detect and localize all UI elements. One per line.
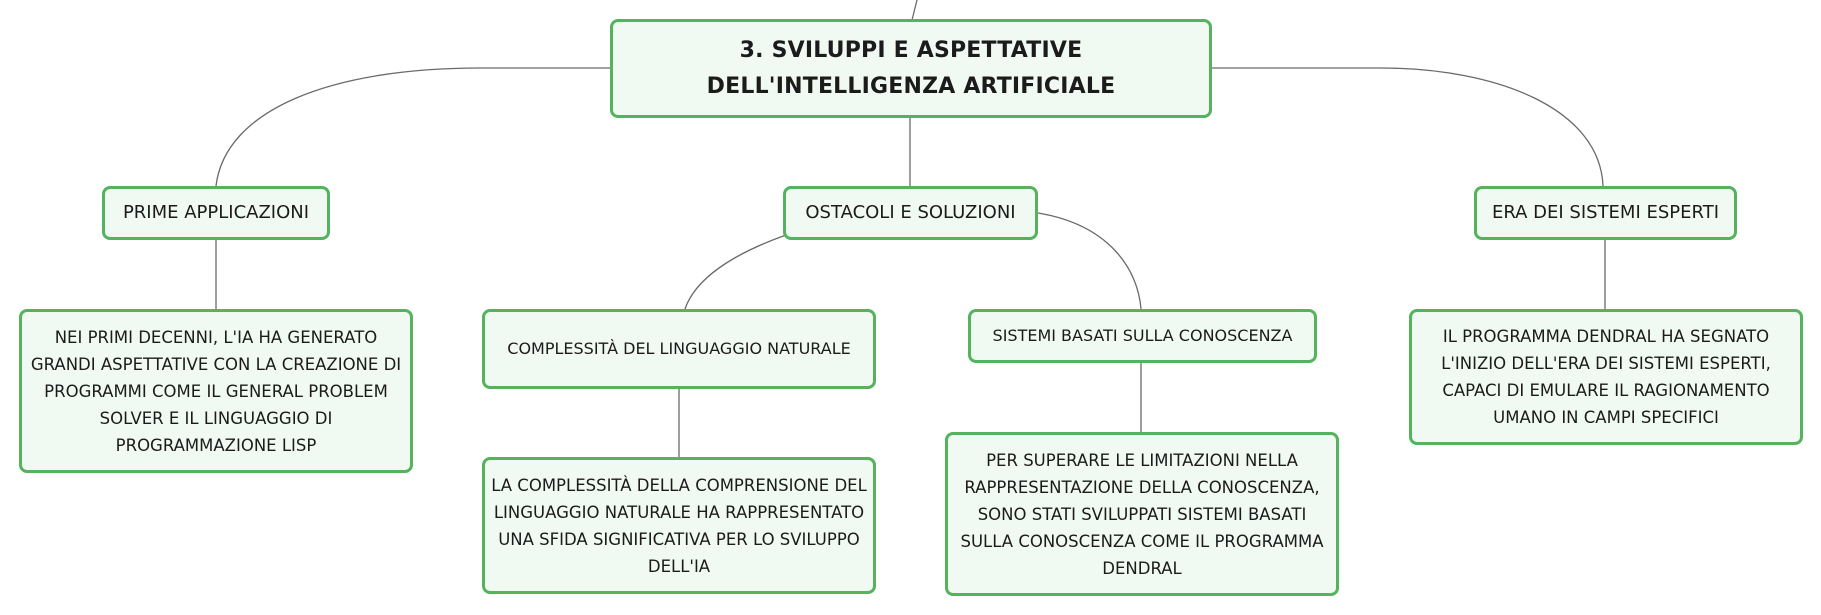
detail-sistemi-conoscenza[interactable]: PER SUPERARE LE LIMITAZIONI NELLA RAPPRE… bbox=[945, 432, 1339, 596]
topic-era-sistemi-esperti[interactable]: ERA DEI SISTEMI ESPERTI bbox=[1474, 186, 1737, 240]
connector-ostacoli-to-sistemi-conoscenza bbox=[1037, 212, 1142, 310]
connector-parent-to-root bbox=[911, 0, 918, 21]
topic-ostacoli-soluzioni[interactable]: OSTACOLI E SOLUZIONI bbox=[783, 186, 1038, 240]
topic-prime-applicazioni[interactable]: PRIME APPLICAZIONI bbox=[102, 186, 330, 240]
root-topic-label: 3. SVILUPPI E ASPETTATIVE DELL'INTELLIGE… bbox=[706, 37, 1116, 99]
detail-complessita-linguaggio[interactable]: LA COMPLESSITÀ DELLA COMPRENSIONE DEL LI… bbox=[482, 457, 876, 594]
subtopic-complessita-linguaggio[interactable]: COMPLESSITÀ DEL LINGUAGGIO NATURALE bbox=[482, 309, 876, 389]
detail-era-sistemi-esperti[interactable]: IL PROGRAMMA DENDRAL HA SEGNATO L'INIZIO… bbox=[1409, 309, 1803, 445]
detail-prime-applicazioni[interactable]: NEI PRIMI DECENNI, L'IA HA GENERATO GRAN… bbox=[19, 309, 413, 473]
connector-root-to-era-sistemi-esperti bbox=[1211, 67, 1604, 187]
root-topic-node[interactable]: 3. SVILUPPI E ASPETTATIVE DELL'INTELLIGE… bbox=[610, 19, 1212, 118]
detail-era-sistemi-esperti-text: IL PROGRAMMA DENDRAL HA SEGNATO L'INIZIO… bbox=[1441, 327, 1771, 427]
detail-sistemi-conoscenza-text: PER SUPERARE LE LIMITAZIONI NELLA RAPPRE… bbox=[960, 450, 1324, 578]
subtopic-complessita-linguaggio-label: COMPLESSITÀ DEL LINGUAGGIO NATURALE bbox=[507, 339, 851, 358]
connector-root-to-prime-applicazioni bbox=[215, 67, 610, 187]
subtopic-sistemi-conoscenza-label: SISTEMI BASATI SULLA CONOSCENZA bbox=[992, 326, 1293, 345]
detail-prime-applicazioni-text: NEI PRIMI DECENNI, L'IA HA GENERATO GRAN… bbox=[30, 327, 402, 455]
topic-ostacoli-soluzioni-label: OSTACOLI E SOLUZIONI bbox=[805, 202, 1016, 223]
topic-prime-applicazioni-label: PRIME APPLICAZIONI bbox=[122, 202, 310, 223]
detail-complessita-linguaggio-text: LA COMPLESSITÀ DELLA COMPRENSIONE DEL LI… bbox=[491, 475, 867, 576]
topic-era-sistemi-esperti-label: ERA DEI SISTEMI ESPERTI bbox=[1491, 202, 1720, 223]
subtopic-sistemi-conoscenza[interactable]: SISTEMI BASATI SULLA CONOSCENZA bbox=[968, 309, 1317, 363]
connector-ostacoli-to-complessita bbox=[684, 234, 787, 310]
